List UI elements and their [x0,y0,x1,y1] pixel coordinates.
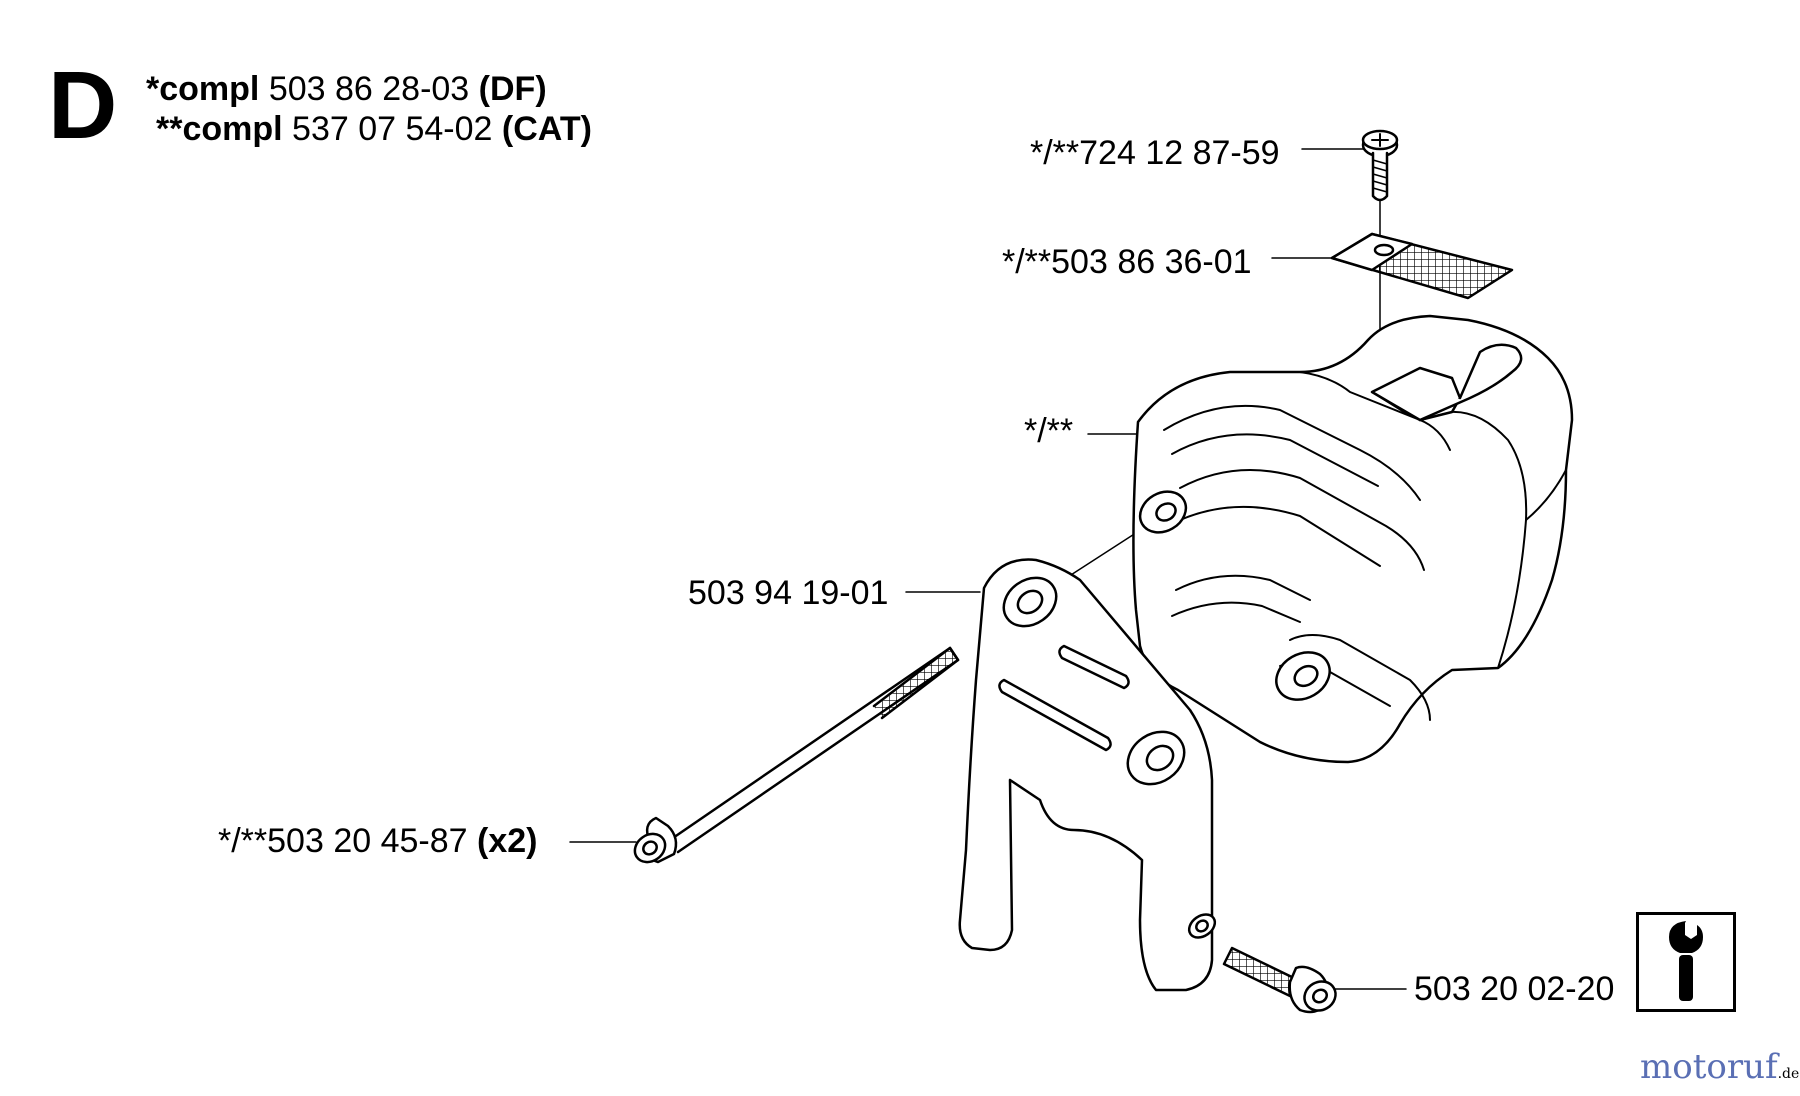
callout-muffler: */** [1024,414,1073,448]
callout-bracket: 503 94 19-01 [688,576,888,610]
wrench-info-icon [1636,912,1736,1012]
part-number: */**503 20 45-87 [218,822,468,860]
kit-line-cat: **compl 537 07 54-02 (CAT) [156,112,592,146]
callout-screw: */**724 12 87-59 [1030,136,1280,170]
callout-long-bolt: */**503 20 45-87 (x2) [218,824,537,858]
part-quantity: (x2) [477,822,538,860]
callout-short-bolt: 503 20 02-20 [1414,972,1614,1006]
part-number: 503 94 19-01 [688,574,889,612]
muffler-part [1132,314,1574,764]
long-bolt-part [633,646,960,864]
part-number: 503 20 02-20 [1414,970,1615,1008]
kit-prefix: *compl [146,70,260,108]
spark-screen-part [1330,232,1514,300]
part-number: */** [1024,412,1074,450]
short-bolt-part [1222,946,1337,1014]
kit-number: 537 07 54-02 [292,110,493,148]
kit-prefix: **compl [156,110,283,148]
wrench-icon-glyph [1669,921,1703,1001]
part-number: */**503 86 36-01 [1002,243,1252,281]
kit-variant: (CAT) [501,110,592,148]
watermark-text: motoruf [1640,1047,1778,1087]
kit-variant: (DF) [478,70,547,108]
callout-screen: */**503 86 36-01 [1002,245,1252,279]
screw-part [1361,129,1399,202]
part-number: */**724 12 87-59 [1030,134,1280,172]
bracket-part [958,558,1217,992]
kit-line-df: *compl 503 86 28-03 (DF) [146,72,547,106]
section-letter: D [48,52,118,159]
site-watermark: motoruf.de [1640,1050,1799,1084]
watermark-suffix: .de [1777,1066,1800,1082]
kit-number: 503 86 28-03 [268,70,470,108]
